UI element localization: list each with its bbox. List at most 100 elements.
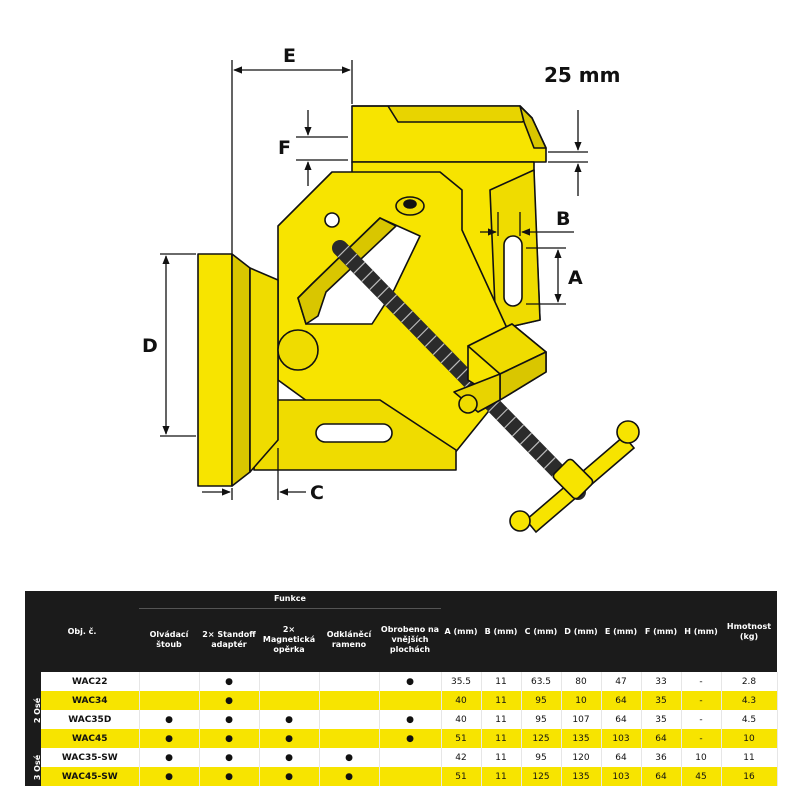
dimension-cell: 11 — [481, 710, 522, 729]
dim-col-7: Hmotnost (kg) — [721, 591, 777, 672]
feature-cell — [139, 672, 200, 691]
dimension-cell: 33 — [641, 672, 682, 691]
dimension-cell: 11 — [481, 672, 522, 691]
feature-cell: ● — [379, 672, 442, 691]
model-cell: WAC34 — [41, 691, 140, 710]
feature-cell: ● — [199, 710, 260, 729]
group-label-text: 2 Osé — [33, 697, 43, 723]
lead-screw — [332, 240, 586, 500]
group-label: 3 Osé — [25, 748, 43, 786]
feature-cell: ● — [139, 767, 200, 786]
slot-horizontal — [315, 423, 393, 443]
screw-nut — [453, 323, 547, 414]
feature-cell — [379, 748, 442, 767]
feature-cell: ● — [319, 748, 380, 767]
group-label: 2 Osé — [25, 672, 43, 748]
model-cell: WAC35D — [41, 710, 140, 729]
feature-cell: ● — [199, 748, 260, 767]
dim-label-d: D — [142, 335, 158, 357]
dimension-cell: 135 — [561, 767, 602, 786]
model-cell: WAC22 — [41, 672, 140, 691]
obj-header: Obj. č. — [25, 591, 139, 672]
dimension-cell: 40 — [441, 691, 482, 710]
dimension-cell: 64 — [601, 748, 642, 767]
feature-cell: ● — [379, 729, 442, 748]
dimension-cell: 64 — [601, 710, 642, 729]
feature-cell — [319, 729, 380, 748]
dimension-cell: 51 — [441, 767, 482, 786]
feature-cell: ● — [259, 729, 320, 748]
dimension-cell: 63.5 — [521, 672, 562, 691]
dimension-cell: 35 — [641, 710, 682, 729]
dimension-cell: 40 — [441, 710, 482, 729]
feature-cell — [319, 691, 380, 710]
dimension-cell: - — [681, 672, 722, 691]
dim-label-b: B — [556, 208, 570, 230]
slot-vertical — [503, 235, 523, 307]
model-cell: WAC45-SW — [41, 767, 140, 786]
dim-label-f: F — [278, 137, 291, 159]
body-hole — [324, 212, 340, 228]
dimension-cell: - — [681, 710, 722, 729]
dim-label-c: C — [310, 482, 324, 504]
dimension-cell: 11 — [481, 748, 522, 767]
funkce-col-3: Odkláněcí rameno — [319, 608, 379, 672]
dim-col-6: H (mm) — [681, 591, 721, 672]
model-cell: WAC35-SW — [41, 748, 140, 767]
dim-col-4: E (mm) — [601, 591, 641, 672]
t-handle — [509, 420, 640, 534]
group-label-text: 3 Osé — [33, 754, 43, 780]
dimension-cell: 51 — [441, 729, 482, 748]
feature-cell — [319, 710, 380, 729]
dimension-cell: 16 — [721, 767, 778, 786]
dimension-cell: 64 — [601, 691, 642, 710]
dimension-cell: 64 — [641, 767, 682, 786]
feature-cell: ● — [139, 748, 200, 767]
dimension-cell: 103 — [601, 729, 642, 748]
dimension-cell: 95 — [521, 748, 562, 767]
dimension-cell: 10 — [561, 691, 602, 710]
spec-table: Obj. č. Funkce A (mm)B (mm)C (mm)D (mm)E… — [25, 591, 778, 786]
feature-cell — [139, 691, 200, 710]
funkce-col-0: Olvádací štoub — [139, 608, 199, 672]
dimension-cell: 4.5 — [721, 710, 778, 729]
dimension-cell: 120 — [561, 748, 602, 767]
dimension-cell: 45 — [681, 767, 722, 786]
dimension-cell: 95 — [521, 691, 562, 710]
dimension-cell: - — [681, 691, 722, 710]
dimension-cell: 80 — [561, 672, 602, 691]
feature-cell: ● — [259, 710, 320, 729]
angle-clamp-drawing: E F 25 mm B A D C — [142, 45, 640, 534]
dimension-cell: 11 — [481, 729, 522, 748]
funkce-col-4: Obrobeno na vnějších plochách — [379, 608, 441, 672]
funkce-col-1: 2× Standoff adaptér — [199, 608, 259, 672]
funkce-header: Funkce — [139, 591, 441, 608]
dimension-cell: - — [681, 729, 722, 748]
dimension-cell: 35.5 — [441, 672, 482, 691]
feature-cell: ● — [379, 710, 442, 729]
feature-cell — [379, 691, 442, 710]
feature-cell: ● — [319, 767, 380, 786]
dim-label-e: E — [283, 45, 296, 67]
dim-col-3: D (mm) — [561, 591, 601, 672]
dimension-cell: 11 — [481, 767, 522, 786]
dimension-cell: 36 — [641, 748, 682, 767]
dimension-cell: 135 — [561, 729, 602, 748]
feature-cell: ● — [199, 691, 260, 710]
feature-cell: ● — [259, 748, 320, 767]
dimension-cell: 47 — [601, 672, 642, 691]
dim-label-a: A — [568, 267, 583, 289]
model-cell: WAC45 — [41, 729, 140, 748]
dim-col-1: B (mm) — [481, 591, 521, 672]
feature-cell: ● — [259, 767, 320, 786]
feature-cell — [259, 691, 320, 710]
dim-col-2: C (mm) — [521, 591, 561, 672]
feature-cell — [379, 767, 442, 786]
funkce-col-2: 2× Magnetická opěrka — [259, 608, 319, 672]
dimension-cell: 125 — [521, 729, 562, 748]
